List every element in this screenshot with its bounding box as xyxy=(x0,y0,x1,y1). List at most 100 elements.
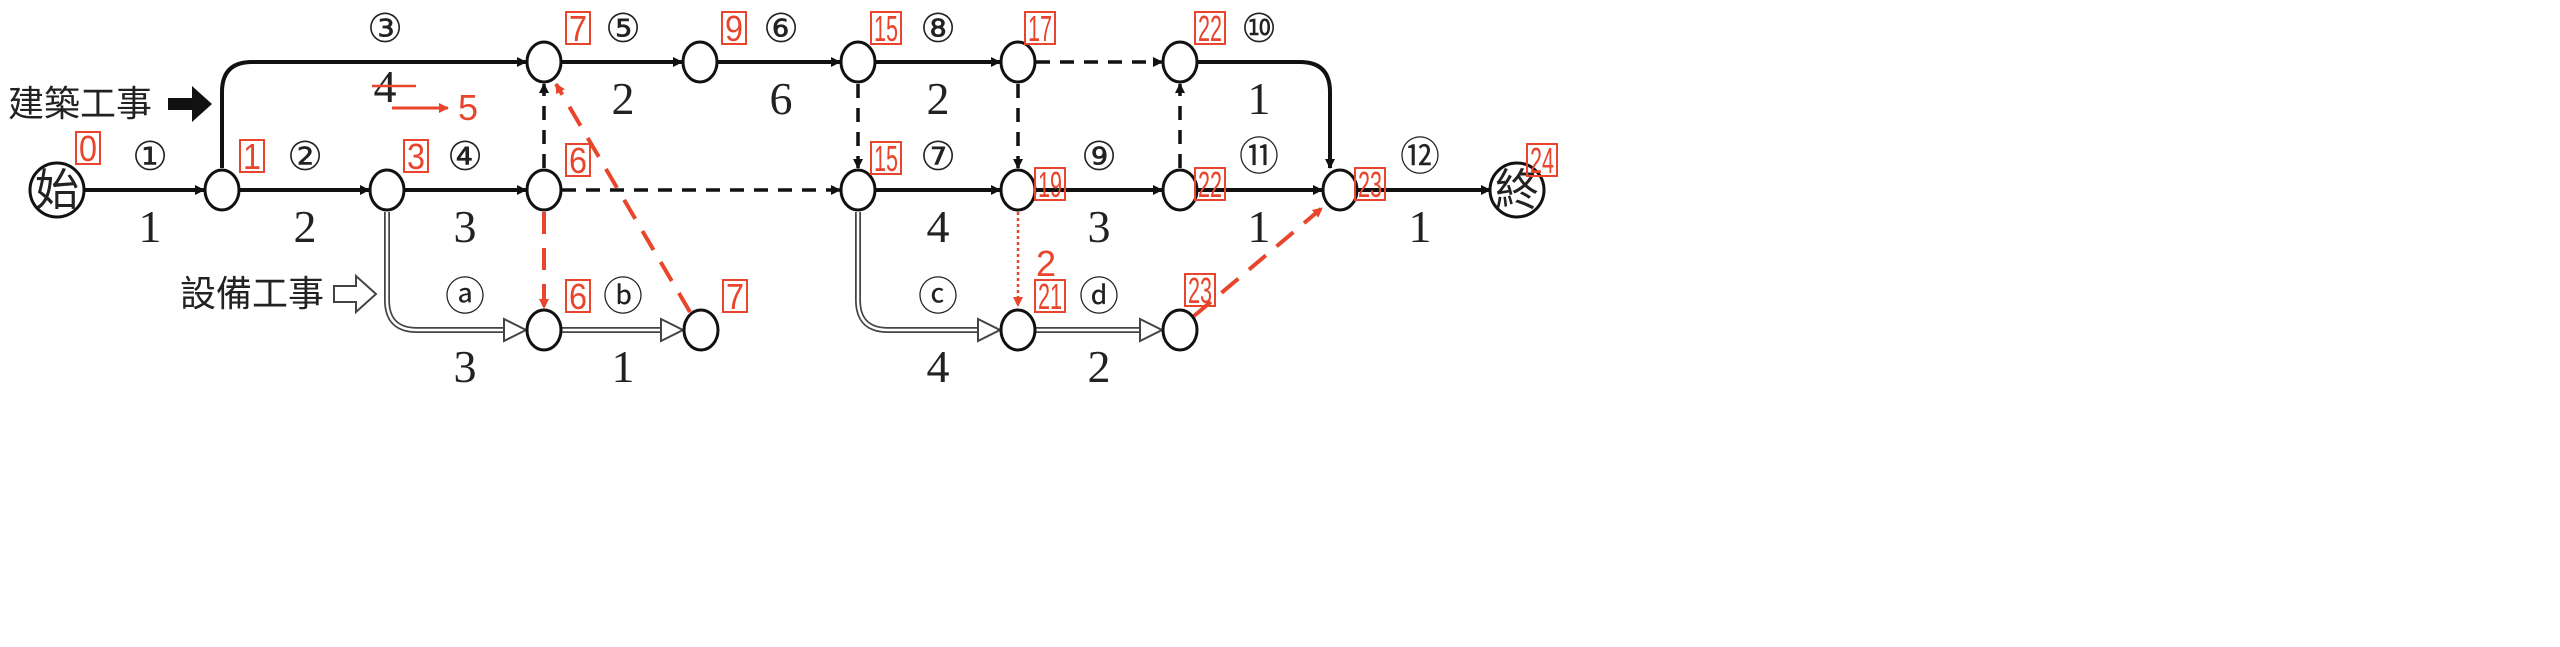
earliest-time-box xyxy=(565,143,591,177)
equipment-work-label: 設備工事 xyxy=(180,274,324,315)
activity-name: ① xyxy=(132,134,168,180)
start-node xyxy=(28,161,86,219)
activity-duration: 6 xyxy=(770,73,793,124)
activity-duration: 2 xyxy=(1088,341,1111,392)
activity-name: ④ xyxy=(447,134,483,180)
activity-name: ⓓ xyxy=(1079,274,1119,320)
event-node xyxy=(999,40,1037,84)
activity-duration: 1 xyxy=(612,341,635,392)
activity-name: ⓐ xyxy=(445,274,485,320)
activity-name: ⓒ xyxy=(918,274,958,320)
activity-duration: 3 xyxy=(1088,201,1111,252)
hollow-arrowhead xyxy=(503,317,529,343)
earliest-time: 15 xyxy=(874,138,898,179)
earliest-time: 0 xyxy=(79,128,97,169)
earliest-time-box xyxy=(722,279,748,313)
event-node xyxy=(1321,168,1359,212)
event-node xyxy=(1161,168,1199,212)
hollow-arrowhead xyxy=(1139,317,1165,343)
hollow-arrowhead xyxy=(660,317,686,343)
earliest-time: 17 xyxy=(1028,8,1052,49)
event-node xyxy=(525,40,563,84)
earliest-time-box xyxy=(721,11,747,45)
event-node xyxy=(203,168,241,212)
activity-name: ② xyxy=(287,134,323,180)
activity-duration: 2 xyxy=(294,201,317,252)
earliest-time: 6 xyxy=(569,140,587,181)
earliest-time-box xyxy=(1194,167,1226,201)
earliest-time-box xyxy=(1526,143,1558,177)
activity-10-arrow xyxy=(1198,60,1335,169)
event-node xyxy=(368,168,406,212)
activity-name: ③ xyxy=(367,6,403,52)
earliest-time-box xyxy=(870,11,902,45)
added-delay: 2 xyxy=(1036,243,1056,284)
red-dummy-arrow xyxy=(554,82,692,314)
activity-name: ⑫ xyxy=(1400,134,1440,180)
activity-duration: 1 xyxy=(139,201,162,252)
earliest-time: 7 xyxy=(569,8,587,49)
earliest-time-box xyxy=(403,139,429,173)
event-node xyxy=(1161,40,1199,84)
event-node xyxy=(525,308,563,352)
activity-name: ⓑ xyxy=(603,274,643,320)
earliest-time: 19 xyxy=(1038,164,1062,205)
activity-name: ⑦ xyxy=(920,134,956,180)
earliest-time: 15 xyxy=(874,8,898,49)
red-dummy-arrow xyxy=(1192,206,1324,318)
earliest-time-box xyxy=(1184,273,1216,307)
activity-c-arrow-inner xyxy=(856,212,980,332)
earliest-time: 22 xyxy=(1198,8,1222,49)
earliest-time-box xyxy=(565,279,591,313)
earliest-time-box xyxy=(1034,167,1066,201)
activity-duration: 2 xyxy=(612,73,635,124)
earliest-time-box xyxy=(1194,11,1226,45)
event-node xyxy=(681,40,719,84)
activity-duration: 4 xyxy=(927,341,950,392)
activity-duration: 1 xyxy=(1409,201,1432,252)
activity-name: ⑥ xyxy=(763,6,799,52)
earliest-time: 24 xyxy=(1530,140,1554,181)
event-node xyxy=(999,168,1037,212)
activity-duration: 4 xyxy=(927,201,950,252)
event-node xyxy=(525,168,563,212)
earliest-time: 6 xyxy=(569,276,587,317)
activity-duration: 3 xyxy=(454,201,477,252)
earliest-time-box xyxy=(1024,11,1056,45)
activity-name: ⑤ xyxy=(605,6,641,52)
event-node xyxy=(1161,308,1199,352)
event-node xyxy=(999,308,1037,352)
activity-duration: 1 xyxy=(1248,73,1271,124)
activity-name: ⑪ xyxy=(1239,134,1279,180)
activity-name: ⑨ xyxy=(1081,134,1117,180)
activity-3-arrow xyxy=(220,57,527,168)
event-node xyxy=(682,308,720,352)
activity-name: ⑧ xyxy=(920,6,956,52)
earliest-time: 23 xyxy=(1188,270,1212,311)
earliest-time: 23 xyxy=(1358,164,1382,205)
earliest-time-box xyxy=(565,11,591,45)
activity-duration: 2 xyxy=(927,73,950,124)
earliest-time: 7 xyxy=(726,276,744,317)
earliest-time-box xyxy=(75,131,101,165)
activity-name: ⑩ xyxy=(1241,6,1277,52)
building-work-label: 建築工事 xyxy=(8,84,152,125)
earliest-time-box xyxy=(1034,279,1066,313)
activity-duration: 3 xyxy=(454,341,477,392)
equipment-work-arrow-icon xyxy=(333,273,378,315)
event-node xyxy=(839,40,877,84)
earliest-time-box xyxy=(870,141,902,175)
earliest-time: 22 xyxy=(1198,164,1222,205)
earliest-time-box xyxy=(239,139,265,173)
building-work-arrow-icon xyxy=(168,86,212,122)
event-node xyxy=(839,168,877,212)
end-label: 終 xyxy=(1495,165,1539,216)
start-label: 始 xyxy=(35,165,79,216)
earliest-time: 21 xyxy=(1038,276,1062,317)
earliest-time-box xyxy=(1354,167,1386,201)
earliest-time: 3 xyxy=(407,136,425,177)
earliest-time: 1 xyxy=(243,136,261,177)
hollow-arrowhead xyxy=(977,317,1003,343)
activity-duration: 1 xyxy=(1248,201,1271,252)
